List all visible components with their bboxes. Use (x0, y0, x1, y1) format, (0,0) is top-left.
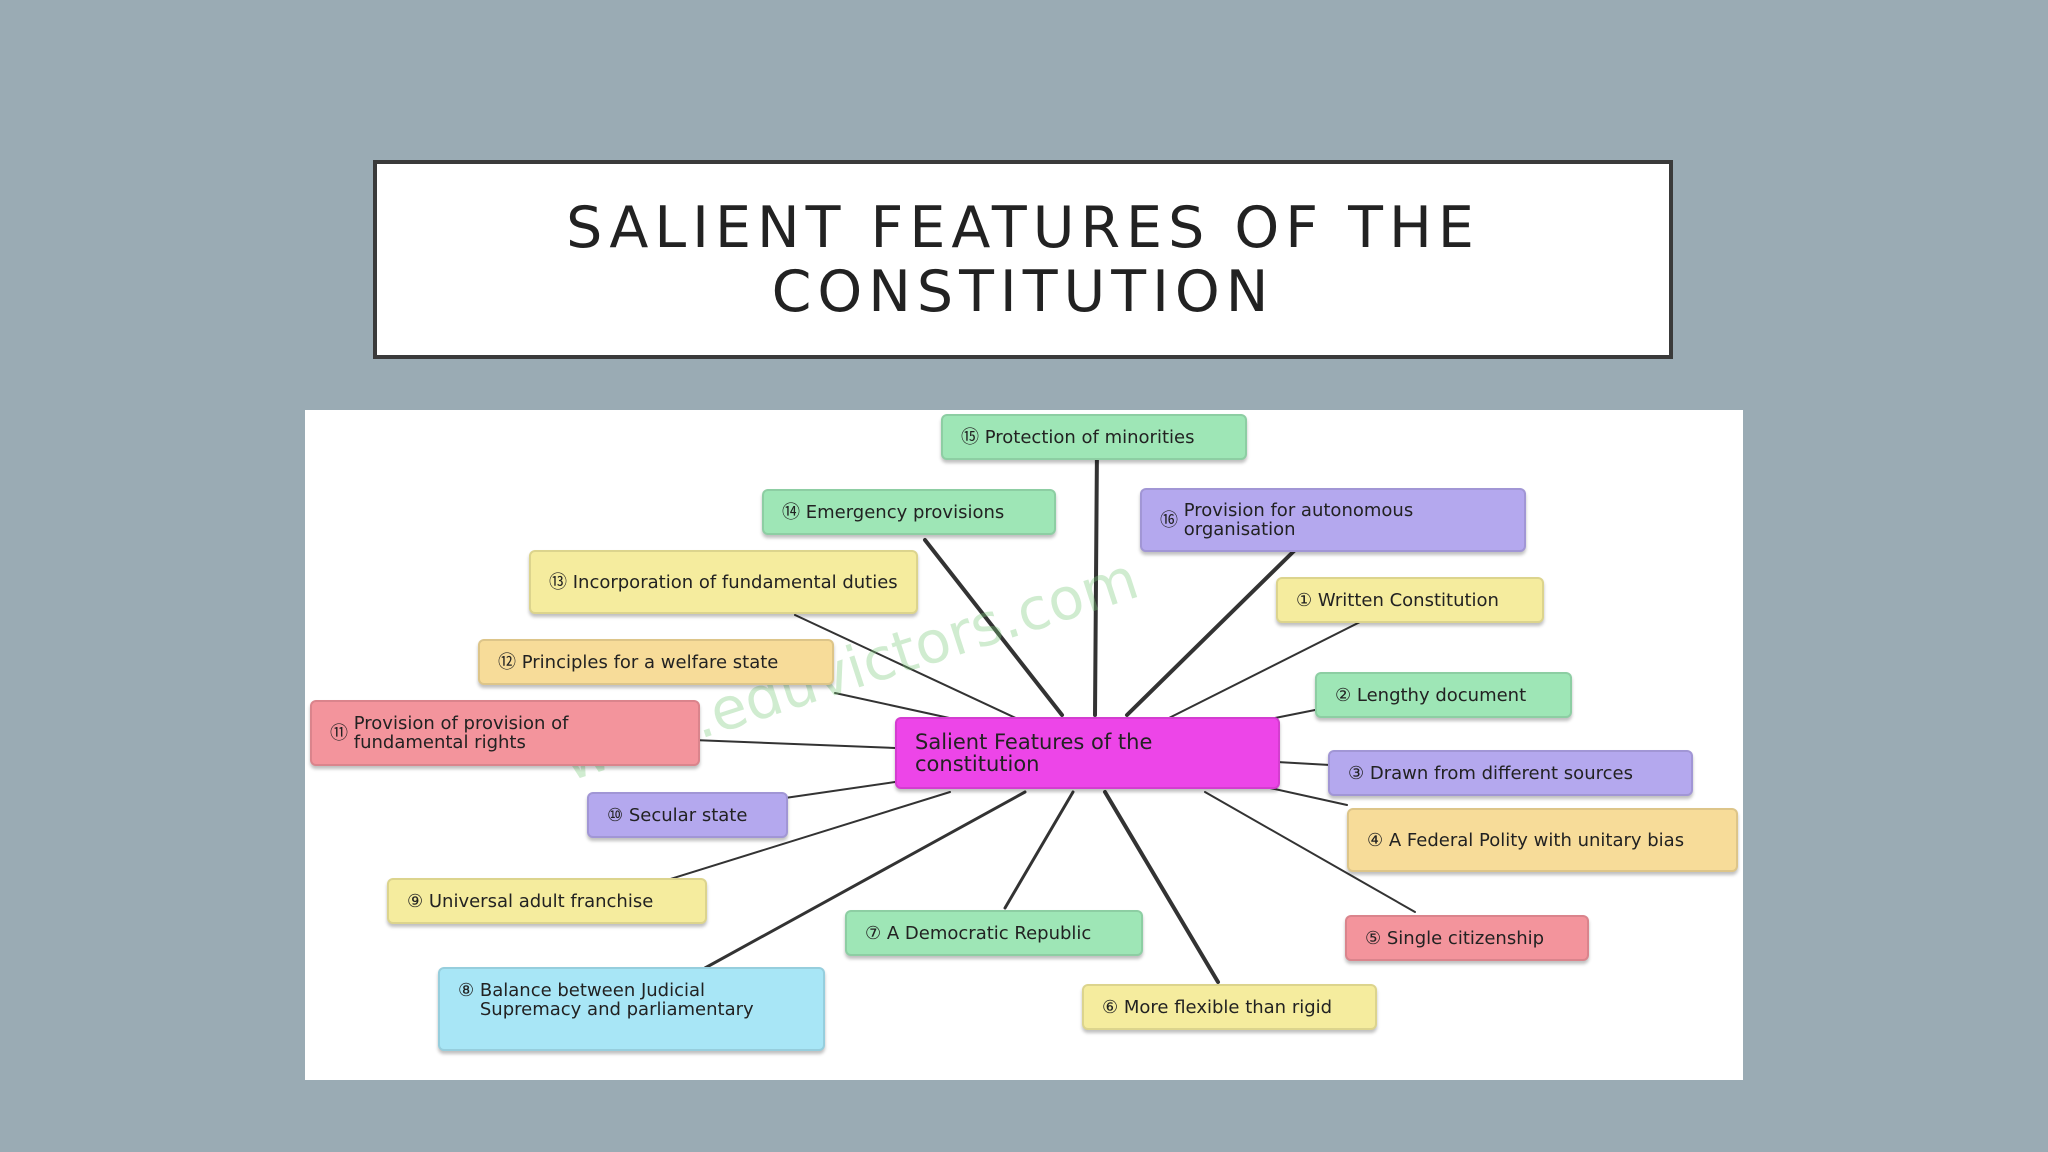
center-label: Salient Features of the constitution (915, 730, 1153, 776)
connector-10 (784, 781, 896, 799)
connector-1 (1164, 621, 1361, 721)
feature-node-5: ⑤ Single citizenship (1345, 915, 1589, 961)
feature-number: ① (1296, 589, 1313, 611)
feature-number: ⑥ (1102, 997, 1119, 1018)
connector-11 (692, 739, 896, 749)
feature-label: Balance between Judicial Supremacy and p… (479, 980, 754, 1020)
connector-6 (1103, 790, 1220, 984)
slide-title: SALIENT FEATURES OF THE CONSTITUTION (566, 194, 1480, 325)
feature-number: ⑮ (961, 426, 979, 448)
feature-label: Emergency provisions (805, 501, 1005, 523)
feature-node-3: ③ Drawn from different sources (1328, 750, 1693, 796)
feature-label: Secular state (628, 804, 748, 826)
feature-node-9: ⑨ Universal adult franchise (387, 878, 707, 924)
feature-label: Incorporation of fundamental duties (572, 571, 898, 593)
feature-number: ⑫ (498, 651, 516, 673)
slide-title-box: SALIENT FEATURES OF THE CONSTITUTION (373, 160, 1673, 359)
feature-label: Written Constitution (1317, 589, 1499, 611)
feature-node-16: ⑯ Provision for autonomous organisation (1140, 488, 1526, 552)
feature-label: Single citizenship (1386, 927, 1545, 949)
connector-14 (923, 538, 1064, 717)
center-node: Salient Features of the constitution (895, 717, 1280, 789)
feature-node-4: ④ A Federal Polity with unitary bias (1347, 808, 1738, 872)
connector-4 (1269, 787, 1348, 806)
feature-node-7: ⑦ A Democratic Republic (845, 910, 1143, 956)
feature-node-11: ⑪ Provision of provision of fundamental … (310, 700, 700, 766)
feature-number: ⑦ (865, 922, 882, 944)
feature-node-14: ⑭ Emergency provisions (762, 489, 1056, 535)
feature-node-8: ⑧ Balance between Judicial Supremacy and… (438, 967, 825, 1051)
connector-8 (703, 790, 1027, 970)
connector-13 (794, 614, 1021, 721)
feature-label: Drawn from different sources (1369, 762, 1633, 784)
feature-number: ⑪ (330, 722, 348, 744)
connector-9 (634, 791, 951, 891)
feature-number: ⑬ (549, 571, 567, 593)
feature-number: ⑯ (1160, 509, 1178, 531)
feature-node-1: ① Written Constitution (1276, 577, 1544, 623)
feature-label: Provision of provision of fundamental ri… (353, 713, 569, 753)
feature-number: ⑭ (782, 501, 800, 523)
feature-label: More flexible than rigid (1123, 997, 1333, 1018)
feature-node-12: ⑫ Principles for a welfare state (478, 639, 834, 685)
feature-label: Protection of minorities (984, 426, 1195, 448)
feature-label: Universal adult franchise (428, 890, 654, 912)
feature-number: ④ (1367, 829, 1384, 851)
feature-label: Principles for a welfare state (521, 651, 779, 673)
feature-node-13: ⑬ Incorporation of fundamental duties (529, 550, 918, 614)
feature-node-10: ⑩ Secular state (587, 792, 788, 838)
connector-3 (1276, 761, 1331, 766)
feature-node-2: ② Lengthy document (1315, 672, 1572, 718)
feature-number: ⑩ (607, 804, 624, 826)
feature-number: ⑤ (1365, 927, 1382, 949)
feature-number: ⑨ (407, 890, 424, 912)
feature-number: ③ (1348, 762, 1365, 784)
feature-label: A Federal Polity with unitary bias (1388, 829, 1685, 851)
feature-label: Lengthy document (1356, 684, 1527, 706)
mind-map-diagram: www.eduvictors.com ⑮ Protection of minor… (305, 410, 1743, 1080)
feature-number: ② (1335, 684, 1352, 706)
feature-number: ⑧ (458, 980, 475, 1001)
feature-label: Provision for autonomous organisation (1183, 500, 1414, 540)
feature-node-6: ⑥ More flexible than rigid (1082, 984, 1377, 1030)
feature-node-15: ⑮ Protection of minorities (941, 414, 1247, 460)
connector-7 (1003, 790, 1075, 910)
connector-15 (1093, 443, 1099, 717)
connector-5 (1204, 791, 1416, 913)
feature-label: A Democratic Republic (886, 922, 1092, 944)
connector-2 (1274, 709, 1316, 719)
connector-16 (1125, 548, 1297, 717)
